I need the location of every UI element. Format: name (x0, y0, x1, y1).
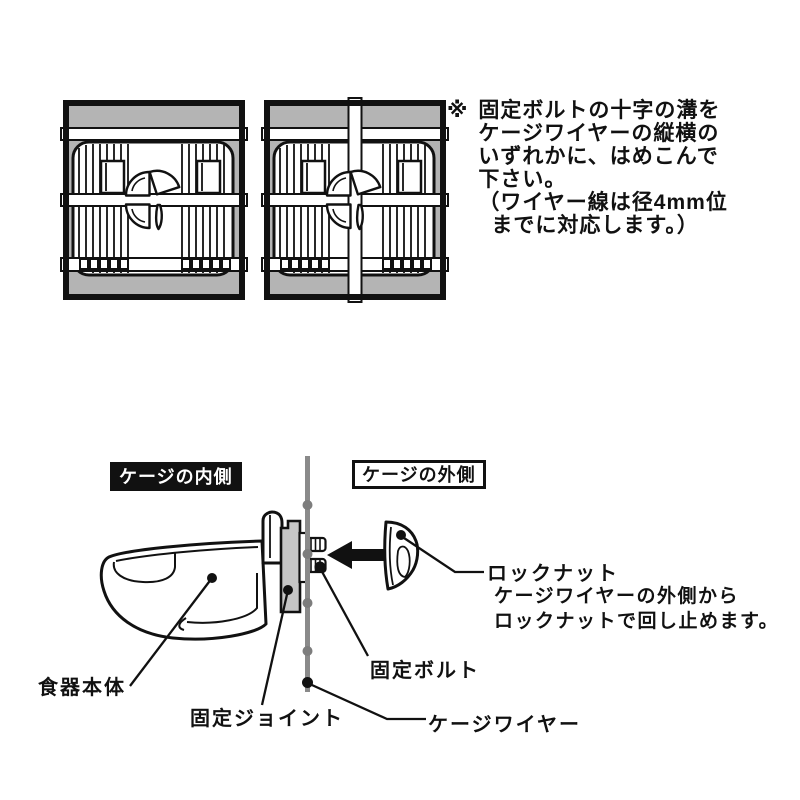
callout-dot-joint (283, 585, 293, 595)
feeder-feet-teeth (280, 258, 432, 270)
wire-label: ケージワイヤー (428, 714, 581, 736)
cage-wire-vertical (302, 456, 313, 692)
wire-bead (302, 549, 313, 559)
wire-bead (302, 500, 313, 510)
assembly-diagram (99, 456, 484, 721)
feeder-feet-teeth (79, 258, 231, 270)
callout-line-joint (260, 589, 290, 706)
bolt-cross-head (325, 169, 382, 231)
wire-bead (302, 646, 313, 656)
illustration-border (63, 100, 245, 300)
callout-dot-bowl (207, 573, 217, 583)
callout-line-bolt (318, 567, 370, 657)
note-line: いずれかに、はめこんで (478, 145, 719, 168)
illustration-border (264, 100, 446, 300)
feeder-back-panel (71, 140, 235, 277)
lock-nut (383, 520, 420, 591)
locknut-description-line: ロックナットで回し止めます。 (494, 611, 780, 632)
note-line: 下さい。 (478, 168, 567, 191)
callout-dot-locknut (396, 530, 406, 540)
note-line: ケージワイヤーの縦横の (478, 122, 720, 145)
arrow-left-icon (327, 541, 385, 569)
note-lines: 固定ボルトの十字の溝を ケージワイヤーの縦横の いずれかに、はめこんで 下さい。… (478, 99, 727, 237)
joint-label: 固定ジョイント (190, 708, 344, 730)
cage-illustration-horizontal-wire (60, 100, 248, 300)
bolt-cross-head (124, 169, 181, 231)
wire-bead (302, 598, 313, 608)
note-line: までに対応します。） (491, 214, 699, 237)
locknut-description: ケージワイヤーの外側から ロックナットで回し止めます。 (494, 584, 779, 634)
note-marker: ※ (447, 99, 469, 122)
cage-wire-vertical-band (347, 97, 363, 303)
callout-lines (129, 535, 484, 721)
usage-note: ※ 固定ボルトの十字の溝を ケージワイヤーの縦横の いずれかに、はめこんで 下さ… (447, 99, 728, 237)
feeder-hook-left (99, 159, 126, 195)
callout-dot-bolt (314, 561, 326, 573)
bowl-hook (261, 510, 284, 565)
callout-line-wire (307, 681, 426, 721)
callout-line-bowl (129, 577, 213, 687)
fixing-joint-plate (279, 519, 302, 614)
callout-dots (207, 530, 406, 688)
cage-inside-label: ケージの内側 (110, 462, 242, 491)
locknut-label: ロックナット (487, 563, 619, 585)
bowl-label: 食器本体 (38, 677, 126, 699)
bowl-side-view (99, 510, 284, 641)
note-line: （ワイヤー線は径4mm位 (478, 191, 728, 214)
feeder-hook-right (195, 159, 222, 195)
bolt-label: 固定ボルト (370, 660, 480, 682)
note-line: 固定ボルトの十字の溝を (478, 99, 721, 122)
callout-line-locknut (400, 535, 484, 574)
callout-dot-wire (302, 677, 313, 688)
cage-illustration-cross-wire (261, 97, 449, 303)
fixing-bolt-threads (298, 531, 327, 584)
cage-outside-label: ケージの外側 (352, 460, 486, 489)
feeder-hook-left (300, 159, 327, 195)
locknut-description-line: ケージワイヤーの外側から (494, 586, 740, 607)
feeder-hook-right (396, 159, 423, 195)
